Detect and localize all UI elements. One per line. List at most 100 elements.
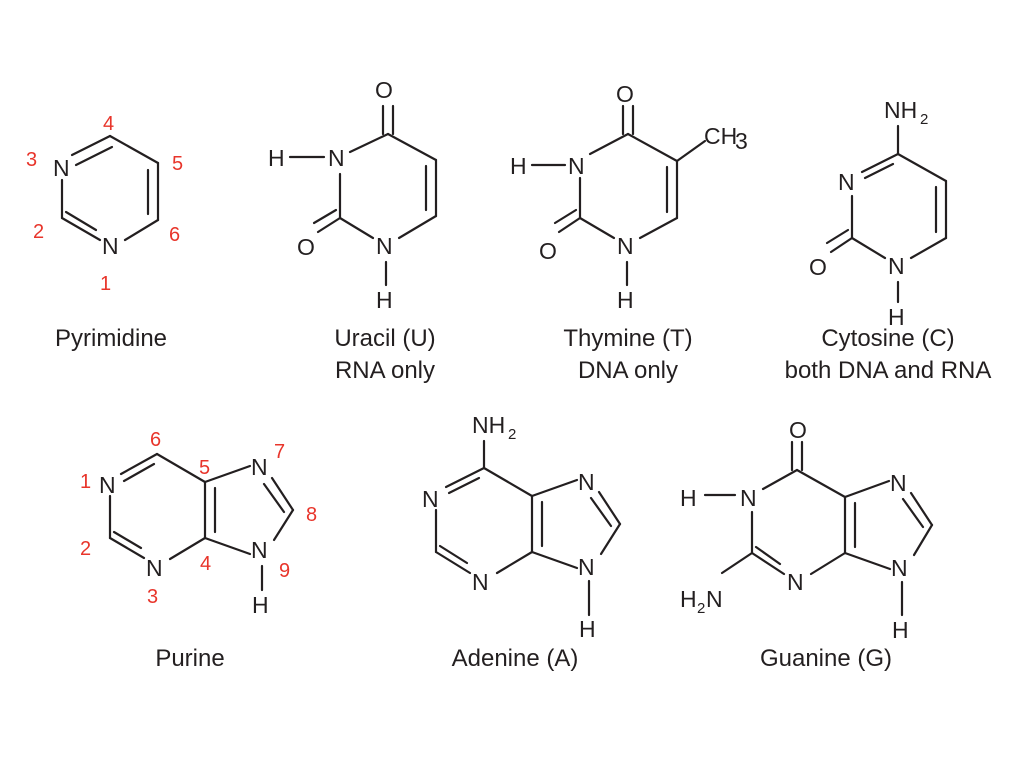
bond	[108, 536, 146, 560]
atom-h9: H	[252, 592, 269, 618]
bond	[312, 208, 338, 225]
atom-n1: N	[102, 233, 119, 259]
position-number-3: 3	[147, 586, 158, 608]
bond	[155, 452, 207, 484]
bond	[203, 536, 252, 556]
atom-h1: H	[680, 485, 697, 511]
atom-n3: N	[53, 155, 70, 181]
atom-h3: H	[268, 145, 285, 171]
atom-o4: O	[616, 81, 634, 107]
atom-n7: N	[578, 469, 595, 495]
bond	[720, 551, 754, 575]
bond	[588, 132, 630, 156]
pyrimidine-caption: Pyrimidine	[55, 325, 167, 352]
atom-n1: N	[740, 485, 757, 511]
position-number-8: 8	[306, 504, 317, 526]
bond	[809, 551, 847, 576]
bond	[843, 479, 891, 499]
atom-n3: N	[787, 569, 804, 595]
bond	[119, 452, 159, 476]
atom-o6: O	[789, 417, 807, 443]
position-number-5: 5	[199, 457, 210, 479]
uracil-note: RNA only	[335, 357, 435, 384]
bond	[272, 508, 295, 542]
bond	[843, 551, 892, 571]
atom-n7: N	[890, 470, 907, 496]
atom-h3: H	[510, 153, 527, 179]
position-number-6: 6	[150, 429, 161, 451]
bond	[123, 218, 160, 242]
bond	[447, 476, 481, 495]
amino-group-h-label: H	[680, 586, 697, 612]
bond	[912, 523, 934, 557]
bond	[578, 216, 616, 240]
cytosine-note: both DNA and RNA	[785, 357, 992, 384]
position-number-9: 9	[279, 560, 290, 582]
position-number-2: 2	[33, 221, 44, 243]
bond	[438, 544, 469, 565]
atom-h1: H	[376, 287, 393, 313]
bond	[638, 216, 679, 240]
atom-n3: N	[472, 569, 489, 595]
atom-h1: H	[617, 287, 634, 313]
atom-n3: N	[146, 555, 163, 581]
cytosine-structure: NH 2 N O N H Cytosine (C) both DNA and R…	[785, 97, 992, 384]
amino-subscript-2: 2	[697, 600, 705, 617]
adenine-caption: Adenine (A)	[452, 645, 579, 672]
bond	[203, 464, 252, 484]
bond	[60, 216, 102, 242]
bond	[122, 462, 156, 483]
bond	[74, 145, 114, 167]
position-number-3: 3	[26, 149, 37, 171]
atom-o4: O	[375, 77, 393, 103]
guanine-structure: O N H N N N H H 2 N Guanine (G)	[680, 417, 934, 672]
bond	[750, 551, 786, 576]
bond	[397, 214, 438, 240]
purine-caption: Purine	[155, 645, 224, 672]
bond	[896, 152, 948, 183]
purine-structure: N N N N H 1 2 3 4 5 6 7 8 9 Purine	[80, 429, 317, 672]
atom-h9: H	[579, 616, 596, 642]
thymine-structure: O N H O N H CH 3 Thymine (T) DNA only	[510, 81, 748, 384]
bond	[675, 139, 707, 163]
bond	[64, 210, 98, 232]
bond	[829, 236, 854, 254]
position-number-1: 1	[100, 273, 111, 295]
atom-o2: O	[297, 234, 315, 260]
atom-h9: H	[892, 617, 909, 643]
bond	[444, 466, 486, 489]
atom-n1: N	[617, 233, 634, 259]
atom-n9: N	[891, 555, 908, 581]
bond	[850, 236, 887, 260]
uracil-structure: O N H O N H Uracil (U) RNA only	[268, 77, 438, 384]
bond	[70, 134, 112, 157]
position-number-2: 2	[80, 538, 91, 560]
atom-h1: H	[888, 304, 905, 330]
bond	[348, 132, 390, 154]
thymine-caption: Thymine (T)	[563, 325, 692, 352]
atom-n3: N	[568, 153, 585, 179]
bond	[530, 478, 579, 498]
atom-n1: N	[99, 472, 116, 498]
position-number-6: 6	[169, 224, 180, 246]
atom-n1: N	[376, 233, 393, 259]
atom-n7: N	[251, 454, 268, 480]
position-number-5: 5	[172, 153, 183, 175]
atom-n3: N	[328, 145, 345, 171]
bond	[626, 132, 679, 163]
pyrimidine-structure: N N 1 2 3 4 5 6 Pyrimidine	[26, 113, 183, 352]
bond	[795, 468, 847, 499]
bond	[599, 522, 622, 556]
atom-n9: N	[578, 554, 595, 580]
amino-group-label: NH	[884, 97, 917, 123]
bond	[553, 208, 578, 225]
bond	[338, 216, 375, 240]
atom-n3: N	[838, 169, 855, 195]
atom-n1: N	[422, 486, 439, 512]
position-number-7: 7	[274, 441, 285, 463]
bond	[482, 466, 534, 498]
bond	[557, 216, 582, 234]
bond	[754, 545, 782, 566]
methyl-group-label: CH	[704, 123, 737, 149]
